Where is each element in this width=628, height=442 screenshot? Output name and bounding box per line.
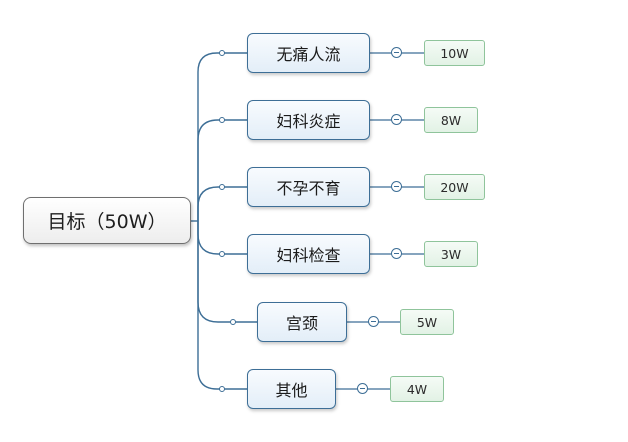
value-topic-4[interactable]: 3W [424, 241, 478, 267]
connector-dot-icon [219, 50, 225, 56]
value-topic-label: 10W [440, 45, 469, 61]
connector-branch-1 [197, 52, 247, 221]
connector-branch-6 [197, 221, 247, 390]
connector-dot-icon [219, 117, 225, 123]
branch-topic-label: 不孕不育 [276, 179, 341, 198]
connector-branch-2 [197, 119, 247, 221]
branch-topic-label: 妇科炎症 [276, 112, 341, 131]
collapse-minus-icon[interactable] [357, 383, 368, 394]
value-topic-label: 5W [416, 314, 438, 330]
connector-dot-icon [230, 319, 236, 325]
collapse-minus-icon[interactable] [391, 114, 402, 125]
branch-topic-label: 妇科检查 [276, 246, 341, 265]
collapse-minus-icon[interactable] [391, 181, 402, 192]
collapse-minus-icon[interactable] [391, 248, 402, 259]
connector-dot-icon [219, 184, 225, 190]
branch-topic-3[interactable]: 不孕不育 [247, 167, 370, 207]
value-topic-label: 3W [440, 246, 462, 262]
root-topic-label: 目标（50W） [47, 211, 167, 233]
value-topic-label: 4W [406, 381, 428, 397]
connector-dot-icon [219, 251, 225, 257]
branch-topic-1[interactable]: 无痛人流 [247, 33, 370, 73]
collapse-minus-icon[interactable] [391, 47, 402, 58]
branch-topic-6[interactable]: 其他 [247, 369, 336, 409]
value-topic-1[interactable]: 10W [424, 40, 485, 66]
branch-topic-label: 其他 [275, 381, 308, 400]
branch-topic-5[interactable]: 宫颈 [257, 302, 347, 342]
connector-branch-4 [197, 221, 247, 255]
root-topic[interactable]: 目标（50W） [23, 197, 191, 244]
branch-topic-label: 无痛人流 [276, 45, 341, 64]
value-topic-5[interactable]: 5W [400, 309, 454, 335]
value-topic-2[interactable]: 8W [424, 107, 478, 133]
connector-dot-icon [219, 386, 225, 392]
branch-topic-2[interactable]: 妇科炎症 [247, 100, 370, 140]
connector-branch-3 [197, 186, 247, 221]
value-topic-3[interactable]: 20W [424, 174, 485, 200]
collapse-minus-icon[interactable] [368, 316, 379, 327]
value-topic-label: 20W [440, 179, 469, 195]
value-topic-6[interactable]: 4W [390, 376, 444, 402]
branch-topic-label: 宫颈 [285, 314, 318, 333]
branch-topic-4[interactable]: 妇科检查 [247, 234, 370, 274]
value-topic-label: 8W [440, 112, 462, 128]
